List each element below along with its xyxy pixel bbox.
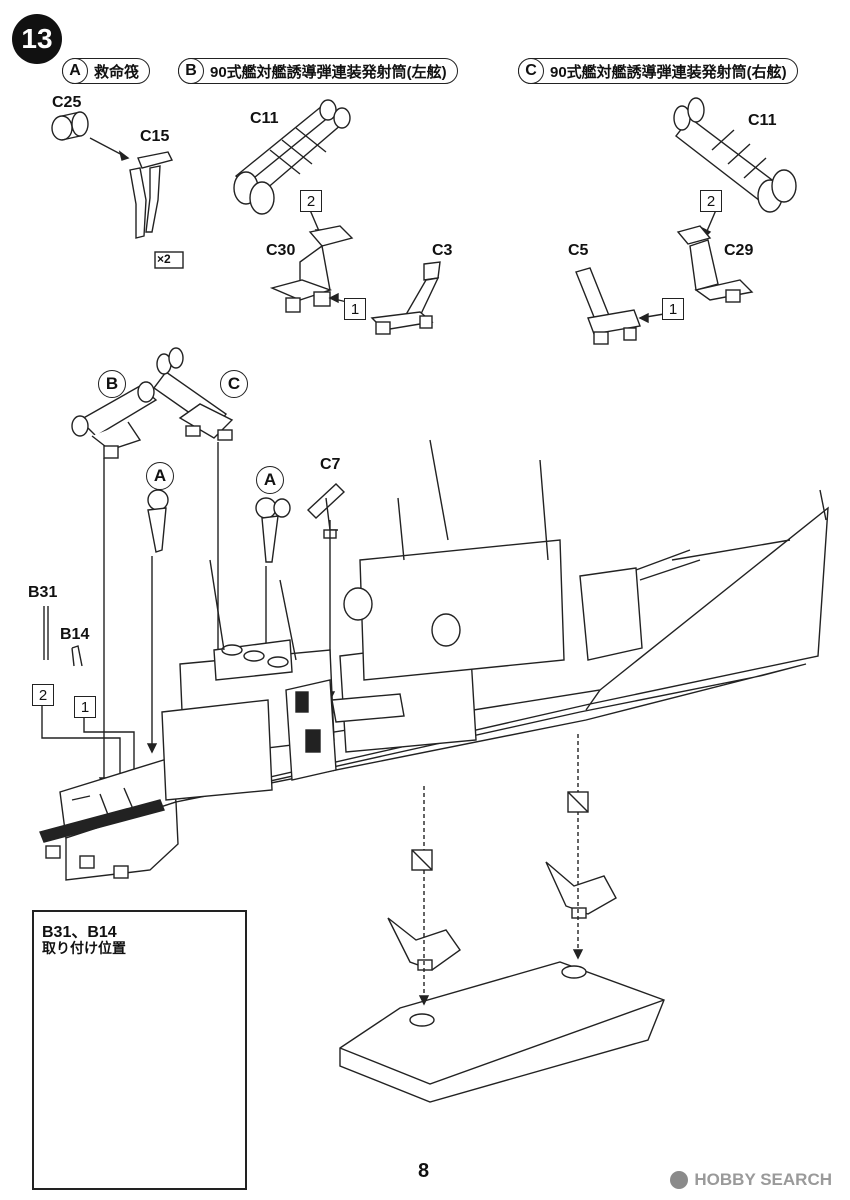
inset-detail-box: B31、B14 取り付け位置 <box>32 910 247 1190</box>
watermark: HOBBY SEARCH <box>670 1170 832 1190</box>
marker-a-right: A <box>256 466 284 494</box>
part-c25-liferaft-canister <box>51 111 89 141</box>
order-box-b31: 2 <box>32 684 54 706</box>
callout-c-label: 90式艦対艦誘導弾連装発射筒(右舷) <box>550 63 787 81</box>
assembled-launcher-c <box>153 347 234 441</box>
callout-a-letter: A <box>62 58 88 84</box>
part-label-c7: C7 <box>320 456 341 473</box>
callout-b-label: 90式艦対艦誘導弾連装発射筒(左舷) <box>210 63 447 81</box>
order-box-b-2: 2 <box>300 190 322 212</box>
part-label-c25: C25 <box>52 94 82 111</box>
part-label-c30: C30 <box>266 242 296 259</box>
ship-superstructure <box>161 439 827 801</box>
marker-c: C <box>220 370 248 398</box>
quantity-x2: ×2 <box>157 252 171 266</box>
part-c7-davit <box>306 483 346 539</box>
assembled-raft-a-left <box>147 489 169 553</box>
part-c30-mount <box>269 225 354 313</box>
part-c29-mount <box>676 225 754 303</box>
watermark-text: HOBBY SEARCH <box>694 1170 832 1189</box>
inset-title: B31、B14 <box>42 924 117 941</box>
assembled-raft-a-right <box>255 497 291 563</box>
assembled-launcher-b <box>71 381 158 459</box>
order-box-c-2: 2 <box>700 190 722 212</box>
part-label-c3: C3 <box>432 242 453 259</box>
callout-b-letter: B <box>178 58 204 84</box>
watermark-logo-icon <box>670 1171 689 1189</box>
display-stand <box>339 861 665 1103</box>
inset-subtitle: 取り付け位置 <box>42 940 126 956</box>
part-label-b31: B31 <box>28 584 58 601</box>
part-c11-right-launcher <box>673 97 797 213</box>
order-box-b-1: 1 <box>344 298 366 320</box>
part-label-c5: C5 <box>568 242 589 259</box>
callout-a-label: 救命筏 <box>94 63 140 81</box>
callout-b-launcher-port: B 90式艦対艦誘導弾連装発射筒(左舷) <box>178 58 458 84</box>
marker-a-left: A <box>146 462 174 490</box>
part-label-c11-left: C11 <box>250 110 279 127</box>
part-c15-cradle <box>129 151 174 239</box>
part-label-c11-right: C11 <box>748 112 777 129</box>
part-label-c15: C15 <box>140 128 170 145</box>
order-box-b14: 1 <box>74 696 96 718</box>
callout-c-launcher-starboard: C 90式艦対艦誘導弾連装発射筒(右舷) <box>518 58 798 84</box>
part-c3-mount <box>370 261 441 335</box>
step-number-badge: 13 <box>12 14 62 64</box>
part-c11-left-launcher <box>233 99 351 215</box>
part-c5-mount <box>575 267 641 345</box>
page-number: 8 <box>418 1160 430 1182</box>
part-label-b14: B14 <box>60 626 90 643</box>
marker-b: B <box>98 370 126 398</box>
callout-a-liferaft: A 救命筏 <box>62 58 151 84</box>
order-box-c-1: 1 <box>662 298 684 320</box>
callout-c-letter: C <box>518 58 544 84</box>
part-label-c29: C29 <box>724 242 754 259</box>
